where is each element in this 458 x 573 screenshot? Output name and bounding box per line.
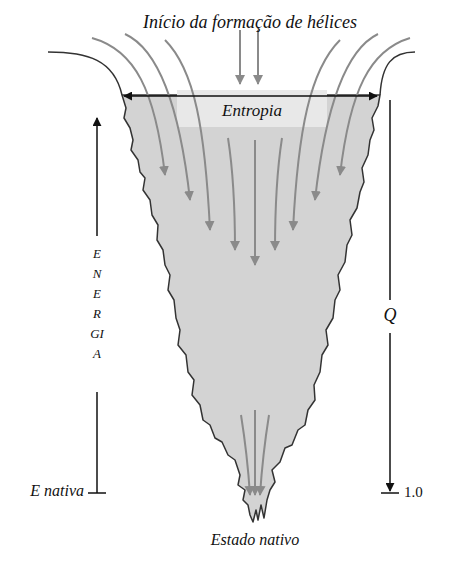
axis-line bbox=[96, 392, 98, 493]
axis-tick bbox=[381, 492, 399, 494]
folding-arrow bbox=[228, 138, 235, 250]
folding-arrow bbox=[254, 140, 256, 265]
axis-line bbox=[96, 118, 98, 236]
folding-arrow bbox=[340, 38, 410, 175]
folding-arrow bbox=[241, 415, 250, 495]
folding-arrow bbox=[125, 34, 190, 200]
axis-label: Q bbox=[378, 305, 402, 326]
folding-arrow bbox=[260, 415, 269, 495]
q-axis bbox=[381, 100, 399, 493]
folding-arrows bbox=[92, 30, 410, 495]
axis-line bbox=[389, 333, 391, 491]
heading-label: Início da formação de hélices bbox=[100, 12, 400, 33]
folding-arrow bbox=[239, 30, 241, 84]
entropy-double-arrow bbox=[124, 95, 377, 97]
folding-arrow bbox=[165, 40, 210, 230]
funnel-rim bbox=[380, 52, 415, 95]
folding-arrow bbox=[92, 38, 165, 175]
folding-arrow bbox=[293, 40, 340, 230]
entropy-box: Entropia bbox=[177, 90, 327, 127]
axis-line bbox=[389, 100, 391, 300]
axis-label: E nativa bbox=[4, 482, 84, 500]
axis-value: 1.0 bbox=[404, 484, 444, 501]
axis-label: ENERGIA bbox=[90, 244, 104, 364]
funnel-rim bbox=[48, 52, 122, 95]
node-text: Entropia bbox=[191, 101, 313, 121]
folding-arrow bbox=[257, 30, 259, 84]
folding-arrow bbox=[254, 410, 256, 495]
axis-tick bbox=[88, 492, 106, 494]
state-label: Estado nativo bbox=[210, 532, 300, 548]
folding-arrow bbox=[275, 138, 282, 250]
energy-axis bbox=[88, 118, 106, 493]
folding-arrow bbox=[315, 34, 378, 200]
